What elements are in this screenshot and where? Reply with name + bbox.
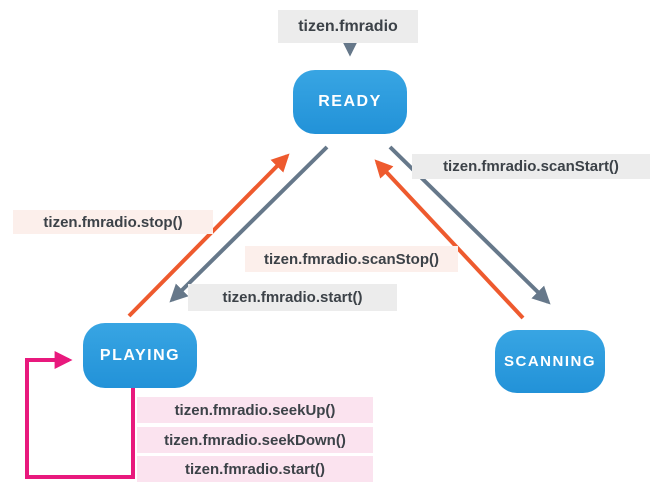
arrow-scanning-to-ready [374, 159, 525, 320]
arrow-playing-self-loop [25, 351, 135, 479]
transition-label-stop: tizen.fmradio.stop() [13, 210, 213, 234]
transition-label-seek-up: tizen.fmradio.seekUp() [137, 397, 373, 423]
state-playing: PLAYING [83, 323, 197, 388]
state-scanning: SCANNING [495, 330, 605, 393]
arrow-playing-to-ready [127, 153, 290, 318]
arrow-ready-to-playing [169, 145, 329, 303]
transition-label-scan-stop: tizen.fmradio.scanStop() [245, 246, 458, 272]
transition-label-start-self: tizen.fmradio.start() [137, 456, 373, 482]
state-ready: READY [293, 70, 407, 134]
transition-label-scan-start: tizen.fmradio.scanStart() [412, 154, 650, 179]
entry-label: tizen.fmradio [278, 10, 418, 43]
transition-label-seek-down: tizen.fmradio.seekDown() [137, 427, 373, 453]
transition-label-start: tizen.fmradio.start() [188, 284, 397, 311]
